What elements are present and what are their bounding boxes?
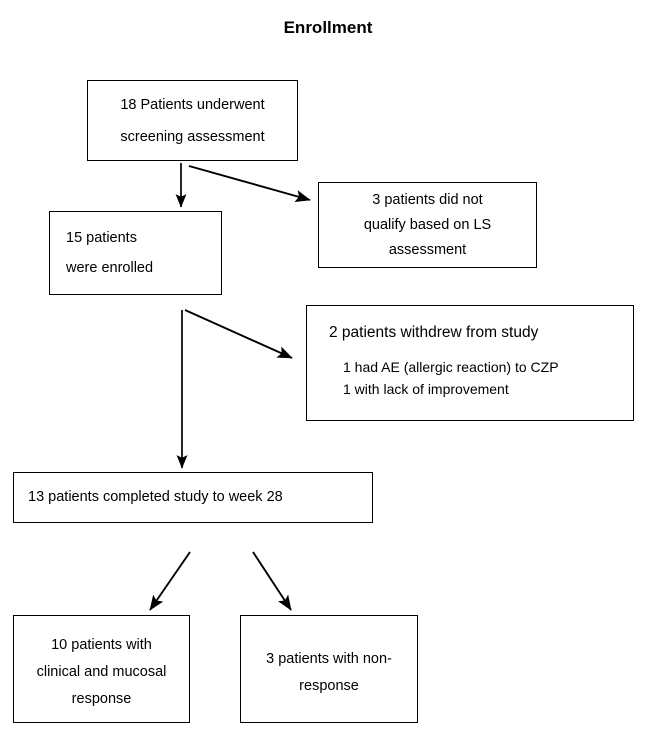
- node-enrolled-line-2: were enrolled: [66, 260, 154, 276]
- node-screening-line-2: screening assessment: [120, 128, 265, 145]
- node-nonresponse-line-1: 3 patients with non-: [266, 651, 392, 667]
- node-screening-line-1: 18 Patients underwent: [120, 96, 265, 113]
- node-nonresponse-line-2: response: [299, 678, 359, 694]
- node-enrolled-line-1: 15 patients: [66, 230, 137, 246]
- node-response-line-3: response: [71, 691, 132, 707]
- node-screening: 18 Patients underwent screening assessme…: [87, 80, 298, 161]
- arrow-screening-to-not-qualified: [188, 165, 311, 202]
- node-response: 10 patients with clinical and mucosal re…: [13, 615, 190, 723]
- arrow-completed-to-nonresponse: [252, 551, 292, 611]
- node-enrolled: 15 patients were enrolled: [49, 211, 222, 295]
- arrow-enrolled-to-withdrew: [184, 309, 293, 359]
- node-completed-line-1: 13 patients completed study to week 28: [28, 489, 283, 505]
- node-withdrew-detail-1: 1 had AE (allergic reaction) to CZP: [343, 359, 559, 375]
- diagram-title: Enrollment: [283, 18, 373, 37]
- node-not-qualified-line-2: qualify based on LS: [363, 216, 492, 233]
- node-not-qualified-line-1: 3 patients did not: [372, 191, 483, 208]
- node-completed: 13 patients completed study to week 28: [13, 472, 373, 523]
- node-withdrew-detail-2: 1 with lack of improvement: [343, 381, 509, 397]
- node-not-qualified: 3 patients did not qualify based on LS a…: [318, 182, 537, 268]
- node-nonresponse: 3 patients with non- response: [240, 615, 418, 723]
- node-response-line-1: 10 patients with: [51, 637, 152, 653]
- node-withdrew-heading: 2 patients withdrew from study: [329, 324, 539, 341]
- node-response-line-2: clinical and mucosal: [36, 664, 167, 680]
- arrow-completed-to-response: [149, 551, 191, 611]
- node-withdrew: 2 patients withdrew from study 1 had AE …: [306, 305, 634, 421]
- node-not-qualified-line-3: assessment: [388, 241, 467, 258]
